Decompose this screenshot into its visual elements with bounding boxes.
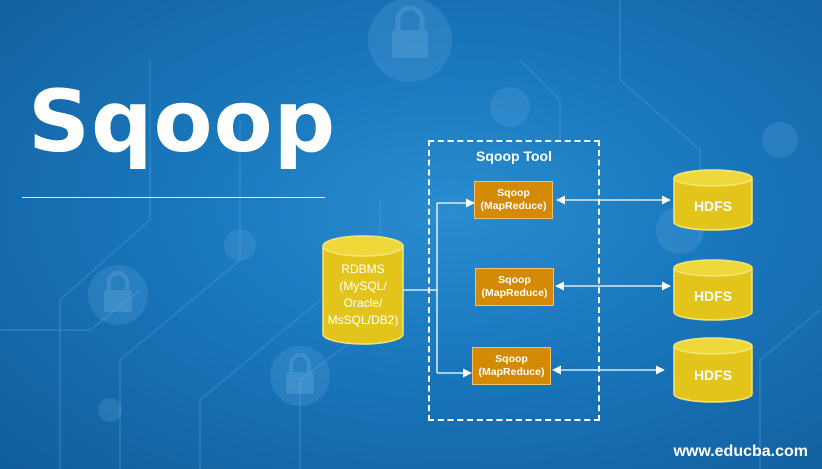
sqoop-tool-boundary [428, 140, 600, 421]
rdbms-database-icon [322, 235, 404, 345]
sqoop-tool-label: Sqoop Tool [476, 148, 552, 164]
watermark-link[interactable]: www.educba.com [673, 443, 808, 460]
hdfs-label-3: HDFS [693, 367, 733, 383]
sqoop-mapreduce-node-2: Sqoop (MapReduce) [475, 268, 554, 306]
hdfs-label-2: HDFS [693, 288, 733, 304]
page-title: Sqoop [28, 72, 337, 172]
rdbms-label: RDBMS (MySQL/ Oracle/ MsSQL/DB2) [327, 262, 399, 327]
title-divider [22, 197, 325, 198]
hdfs-label-1: HDFS [693, 198, 733, 214]
sqoop-mapreduce-node-1: Sqoop (MapReduce) [474, 181, 553, 219]
sqoop-mapreduce-node-3: Sqoop (MapReduce) [472, 347, 551, 385]
hdfs-database-icon [673, 337, 753, 403]
hdfs-database-icon [673, 259, 753, 321]
hdfs-database-icon [673, 169, 753, 231]
